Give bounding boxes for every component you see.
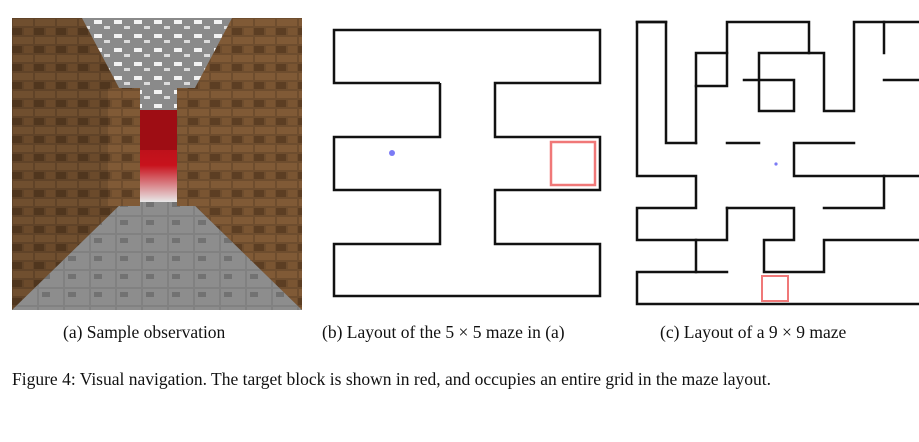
caption-panel-a: (a) Sample observation <box>63 322 226 342</box>
maze-wall-left <box>332 28 602 298</box>
sample-observation-image <box>12 18 302 310</box>
target-square <box>549 140 597 187</box>
maze-5x5-layout <box>329 24 605 302</box>
figure-caption: Figure 4: Visual navigation. The target … <box>12 369 772 389</box>
maze-9x9-layout <box>634 18 919 308</box>
target-square <box>761 275 789 302</box>
caption-panel-b: (b) Layout of the 5 × 5 maze in (a) <box>322 322 565 342</box>
caption-panel-c: (c) Layout of a 9 × 9 maze <box>660 322 847 342</box>
agent-dot <box>389 150 395 156</box>
agent-dot <box>774 162 778 166</box>
